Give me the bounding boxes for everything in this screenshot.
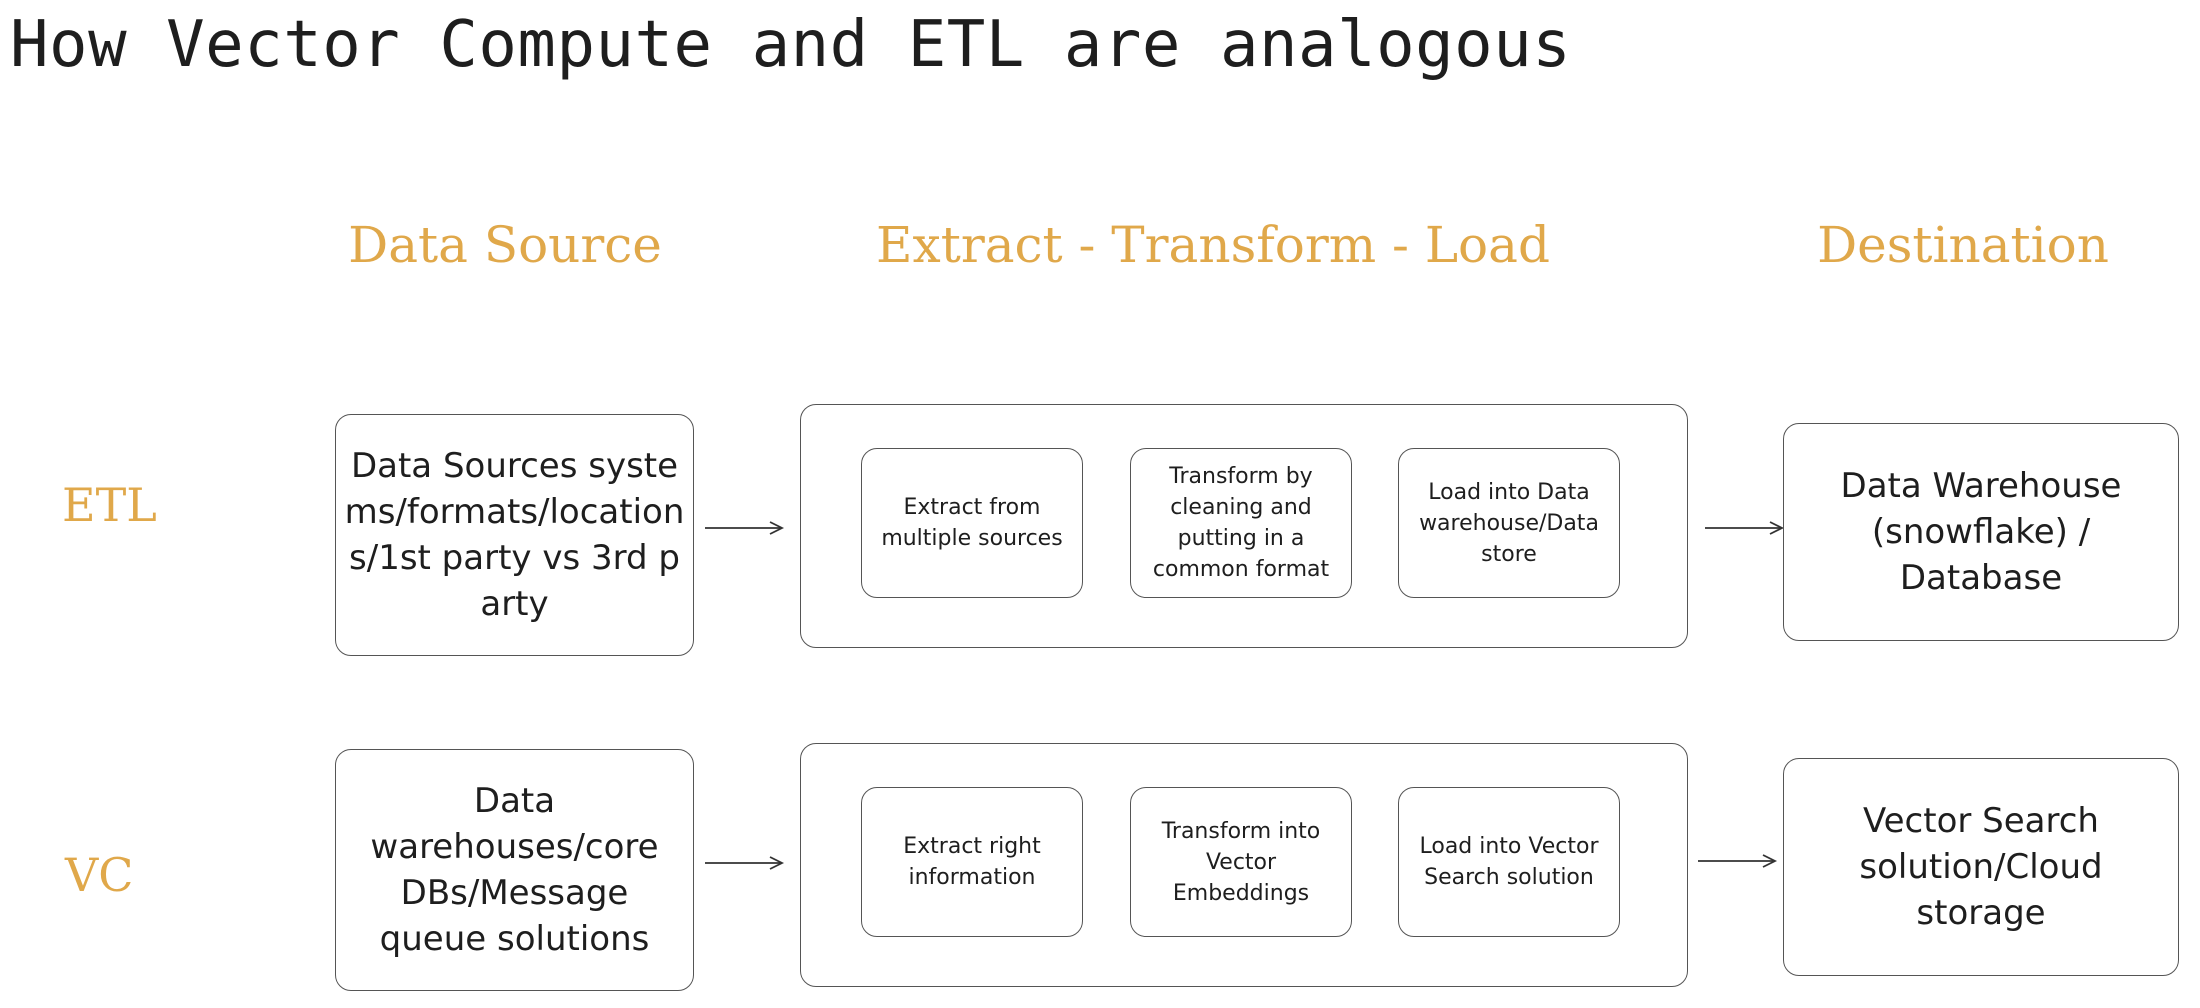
- vc-transform-text: Transform into Vector Embeddings: [1161, 818, 1321, 906]
- etl-destination-box: Data Warehouse (snowflake) / Database: [1783, 423, 2179, 641]
- etl-arrow-process-to-destination: [1705, 521, 1785, 535]
- vc-destination-text: Vector Search solution/Cloud storage: [1859, 801, 2103, 933]
- etl-transform-text: Transform by cleaning and putting in a c…: [1152, 464, 1330, 582]
- vc-destination-box: Vector Search solution/Cloud storage: [1783, 758, 2179, 976]
- vc-transform-box: Transform into Vector Embeddings: [1130, 787, 1352, 937]
- row-label-vc: VC: [65, 848, 134, 902]
- etl-arrow-source-to-process: [705, 521, 785, 535]
- etl-source-box: Data Sources systems/formats/locations/1…: [335, 414, 694, 656]
- column-header-process: Extract - Transform - Load: [876, 216, 1550, 274]
- row-label-etl: ETL: [62, 478, 157, 532]
- vc-arrow-source-to-process: [705, 856, 785, 870]
- vc-extract-box: Extract right information: [861, 787, 1083, 937]
- etl-extract-text: Extract from multiple sources: [881, 495, 1063, 551]
- vc-arrow-process-to-destination: [1698, 854, 1778, 868]
- vc-load-text: Load into Vector Search solution: [1419, 834, 1599, 890]
- etl-load-box: Load into Data warehouse/Data store: [1398, 448, 1620, 598]
- page-title: How Vector Compute and ETL are analogous: [10, 8, 1572, 82]
- etl-source-text: Data Sources systems/formats/locations/1…: [344, 446, 685, 624]
- etl-extract-box: Extract from multiple sources: [861, 448, 1083, 598]
- vc-source-box: Data warehouses/core DBs/Message queue s…: [335, 749, 694, 991]
- vc-extract-text: Extract right information: [903, 834, 1041, 890]
- vc-source-text: Data warehouses/core DBs/Message queue s…: [370, 781, 659, 959]
- vc-load-box: Load into Vector Search solution: [1398, 787, 1620, 937]
- etl-load-text: Load into Data warehouse/Data store: [1419, 479, 1599, 567]
- column-header-source: Data Source: [348, 216, 662, 274]
- etl-destination-text: Data Warehouse (snowflake) / Database: [1840, 466, 2122, 598]
- etl-transform-box: Transform by cleaning and putting in a c…: [1130, 448, 1352, 598]
- column-header-destination: Destination: [1817, 216, 2109, 274]
